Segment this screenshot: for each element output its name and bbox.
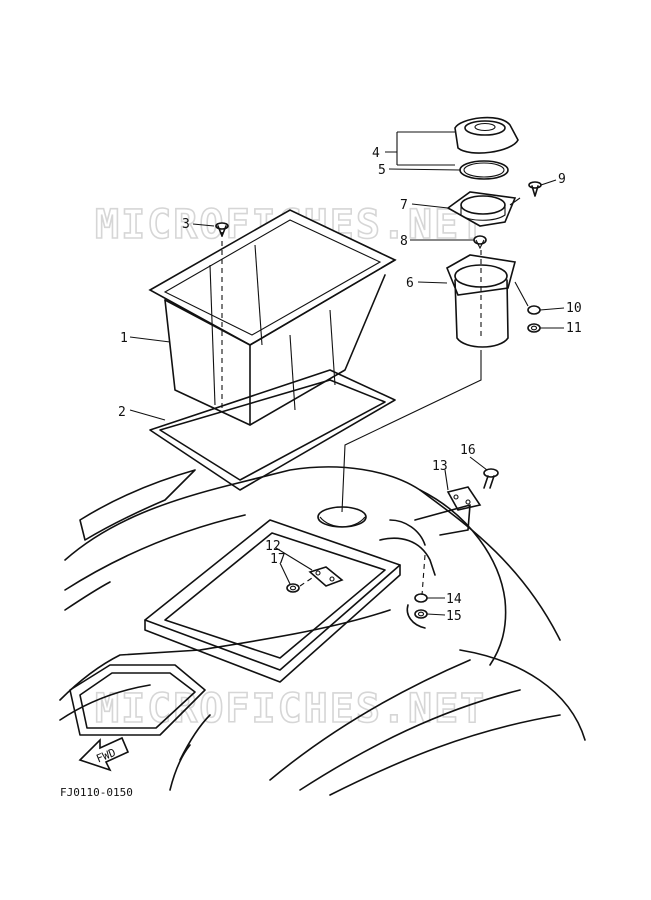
storage-box — [148, 209, 397, 426]
callout-5: 5 — [378, 163, 386, 178]
watermark-bottom: MICROFICHES.NET — [95, 686, 486, 732]
callout-1: 1 — [120, 331, 128, 346]
filler-cap — [454, 116, 519, 154]
nut-11 — [527, 323, 541, 333]
hose-fitting-8 — [473, 235, 487, 250]
callout-17: 17 — [270, 552, 286, 567]
callout-14: 14 — [446, 592, 462, 607]
callout-12: 12 — [265, 539, 281, 554]
callout-8: 8 — [400, 234, 408, 249]
callout-10: 10 — [566, 301, 582, 316]
callout-9: 9 — [558, 172, 566, 187]
nut-14 — [414, 593, 428, 603]
callout-13: 13 — [432, 459, 448, 474]
callout-6-neck-7: 7 — [400, 198, 408, 213]
callout-11: 11 — [566, 321, 582, 336]
bracket-13 — [446, 486, 482, 511]
leader-lines — [129, 131, 565, 616]
callout-4: 4 — [372, 146, 380, 161]
screw-3 — [215, 222, 229, 237]
callout-3: 3 — [182, 217, 190, 232]
fuel-tank-neck — [445, 250, 517, 348]
filler-neck — [446, 191, 517, 227]
bolt-16 — [483, 468, 499, 489]
plate-12 — [308, 566, 344, 587]
callout-15: 15 — [446, 609, 462, 624]
nut-17 — [286, 583, 300, 593]
o-ring — [459, 160, 509, 180]
screw-9 — [528, 181, 542, 197]
fwd-arrow-icon: FWD — [78, 736, 130, 772]
nut-15 — [414, 609, 428, 619]
diagram-code: FJ0110-0150 — [60, 786, 133, 799]
callout-2: 2 — [118, 405, 126, 420]
hull-deck — [59, 466, 586, 796]
box-gasket — [149, 369, 396, 491]
nut-10 — [527, 305, 541, 315]
callout-6: 6 — [406, 276, 414, 291]
callout-16: 16 — [460, 443, 476, 458]
